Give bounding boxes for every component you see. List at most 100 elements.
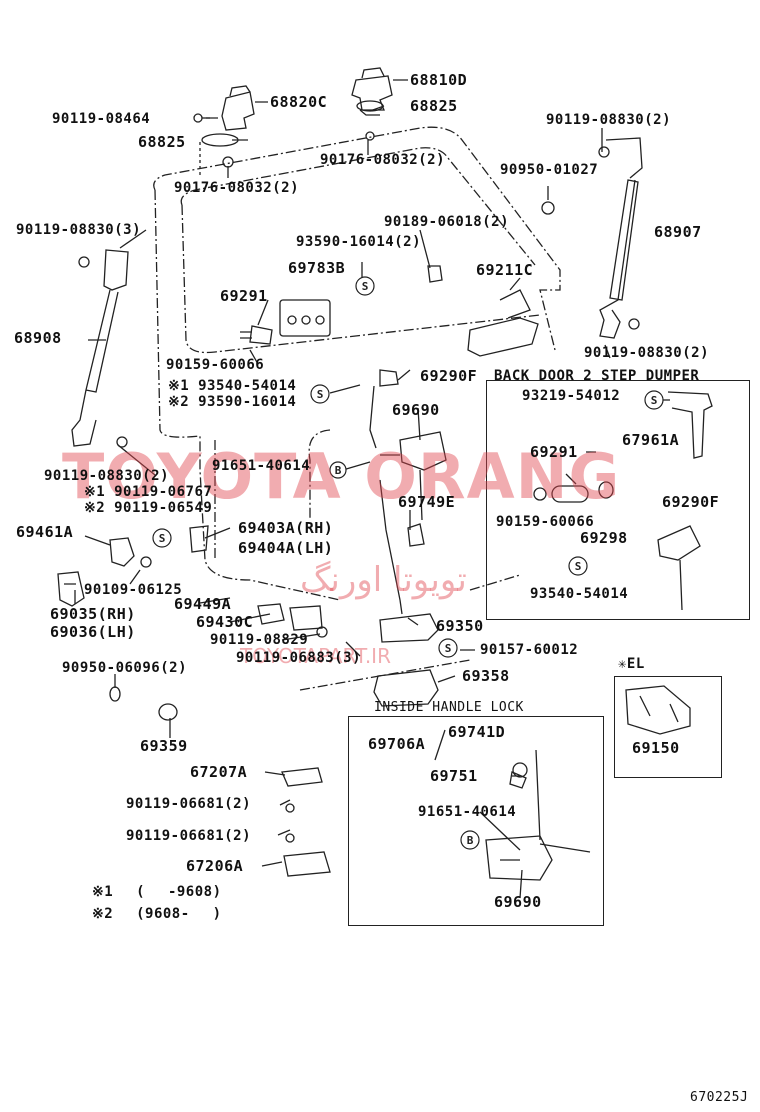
- label-69751: 69751: [430, 767, 478, 785]
- label-inside-handle-lock: INSIDE HANDLE LOCK: [374, 700, 524, 715]
- marker-s-3-text: S: [159, 532, 166, 545]
- label-68820c: 68820C: [270, 93, 328, 111]
- trim-67206a: [283, 851, 331, 877]
- label-69690-a: 69690: [392, 401, 440, 419]
- back-door-dumper-box: [486, 380, 750, 620]
- label-93219-54012: 93219-54012: [522, 388, 621, 404]
- label-note-1: ※1 ( -9608): [92, 884, 222, 900]
- label-69150: 69150: [632, 739, 680, 757]
- label-69403a: 69403A(RH): [238, 519, 334, 537]
- label-69461a: 69461A: [16, 523, 74, 541]
- gasket-68825-b: [356, 100, 384, 112]
- door-outline: [153, 126, 561, 691]
- label-68908: 68908: [14, 329, 62, 347]
- label-67207a: 67207A: [190, 763, 248, 781]
- lock-69690: [380, 431, 447, 521]
- label-67961a: 67961A: [622, 431, 680, 449]
- label-90119-06883: 90119-06883(3): [236, 650, 362, 666]
- label-69741d: 69741D: [448, 723, 506, 741]
- marker-s-2-text: S: [317, 388, 324, 401]
- label-90119-06681-a: 90119-06681(2): [126, 796, 252, 812]
- marker-s-4: [438, 638, 458, 658]
- label-69290f-a: 69290F: [420, 367, 478, 385]
- marker-s-6-text: S: [575, 560, 582, 573]
- label-69350: 69350: [436, 617, 484, 635]
- label-69211c: 69211C: [476, 261, 534, 279]
- label-69036: 69036(LH): [50, 623, 136, 641]
- label-el: ✳EL: [618, 656, 645, 672]
- door-lower-outline: [214, 429, 331, 560]
- label-69035: 69035(RH): [50, 605, 136, 623]
- marker-b-2-text: B: [467, 834, 474, 847]
- marker-s-1-text: S: [362, 280, 369, 293]
- label-69298: 69298: [580, 529, 628, 547]
- label-90189-06018: 90189-06018(2): [384, 214, 510, 230]
- marker-b-1-text: B: [335, 464, 342, 477]
- door-inner-outline: [180, 147, 541, 354]
- trim-67207a: [281, 767, 323, 787]
- strut-68908: [71, 249, 129, 447]
- el-box: [614, 676, 722, 778]
- label-69430c: 69430C: [196, 613, 254, 631]
- hinge-68810d: [351, 67, 393, 111]
- label-back-door-title: BACK DOOR 2 STEP DUMPER: [494, 368, 700, 384]
- label-90119-08830-2a: 90119-08830(2): [546, 112, 672, 128]
- label-69749e: 69749E: [398, 493, 456, 511]
- label-69706a: 69706A: [368, 735, 426, 753]
- label-69404a: 69404A(LH): [238, 539, 334, 557]
- striker-69035: [57, 571, 85, 607]
- watermark-url: TOYOTAPART.IR: [240, 644, 391, 668]
- label-90119-06767: ※1 90119-06767: [84, 484, 213, 500]
- striker-69430c: [257, 603, 323, 631]
- bracket-69783b: [279, 299, 331, 337]
- label-90119-06549: ※2 90119-06549: [84, 500, 213, 516]
- label-note-2: ※2 (9608- ): [92, 906, 222, 922]
- latch-69350: [379, 599, 439, 643]
- marker-b-1: [329, 461, 347, 479]
- watermark-main: TOYOTA ORANG: [62, 440, 621, 513]
- label-90119-08464: 90119-08464: [52, 111, 151, 127]
- marker-s-5-text: S: [651, 394, 658, 407]
- strut-68907: [599, 137, 643, 339]
- label-93590-16014a: 93590-16014(2): [296, 234, 422, 250]
- marker-s-4-text: S: [445, 642, 452, 655]
- handle-69211c: [467, 289, 539, 357]
- label-69449a: 69449A: [174, 595, 232, 613]
- label-91651-40614a: 91651-40614: [212, 458, 311, 474]
- watermark-persian: تویوتا اورنگ: [300, 560, 467, 600]
- label-ref-code: 670225J: [690, 1090, 749, 1105]
- bumper-69359: [158, 703, 178, 721]
- label-93540-54014b: 93540-54014: [530, 586, 629, 602]
- label-68825-b: 68825: [410, 97, 458, 115]
- label-90119-06681-b: 90119-06681(2): [126, 828, 252, 844]
- marker-s-2: [310, 384, 330, 404]
- marker-s-5: [644, 390, 664, 410]
- label-69290f-b: 69290F: [662, 493, 720, 511]
- label-93540-54014a: ※1 93540-54014: [168, 378, 297, 394]
- label-69291-b: 69291: [530, 443, 578, 461]
- label-90157-60012: 90157-60012: [480, 642, 579, 658]
- label-90950-01027: 90950-01027: [500, 162, 599, 178]
- label-69291-a: 69291: [220, 287, 268, 305]
- label-90119-08830-2b: 90119-08830(2): [584, 345, 710, 361]
- label-90109-06125: 90109-06125: [84, 582, 183, 598]
- label-91651-40614b: 91651-40614: [418, 804, 517, 820]
- label-90159-60066a: 90159-60066: [166, 357, 265, 373]
- link-69403a: [189, 525, 209, 553]
- gasket-68825-a: [201, 133, 239, 147]
- hinge-68820c: [221, 85, 255, 131]
- bumper-69291: [240, 325, 273, 345]
- inside-handle-lock-box: [348, 716, 604, 926]
- label-68907: 68907: [654, 223, 702, 241]
- bracket-69461a: [109, 537, 135, 567]
- label-69358: 69358: [462, 667, 510, 685]
- marker-s-3: [152, 528, 172, 548]
- marker-b-2: [460, 830, 480, 850]
- label-90176-08032-b: 90176-08032(2): [320, 152, 446, 168]
- label-68810d: 68810D: [410, 71, 468, 89]
- marker-s-6: [568, 556, 588, 576]
- label-93590-16014b: ※2 93590-16014: [168, 394, 297, 410]
- label-69690-b: 69690: [494, 893, 542, 911]
